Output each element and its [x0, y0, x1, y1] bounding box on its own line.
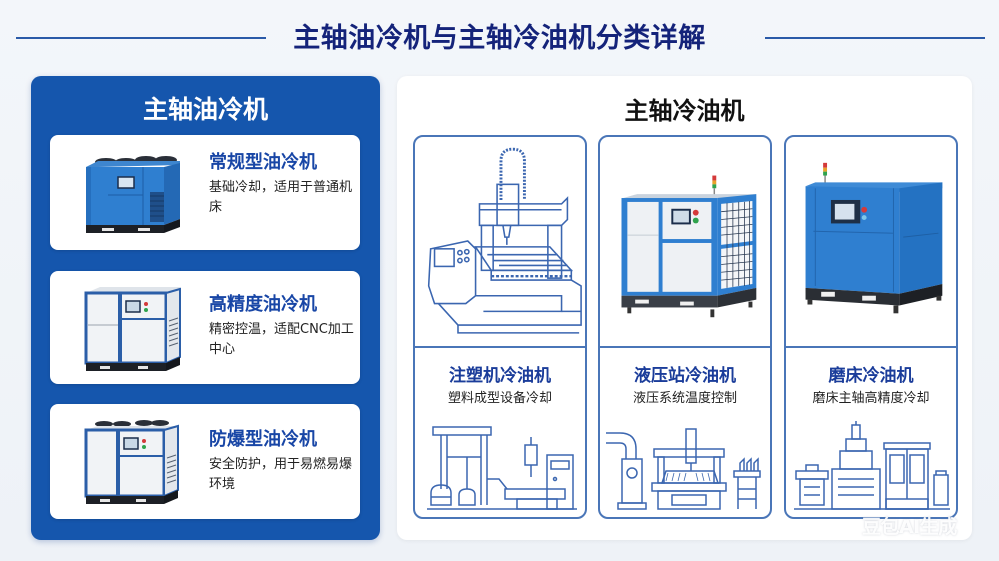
injection-molding-scene-icon: [427, 426, 577, 510]
cnc-gantry-machine-icon: [427, 147, 582, 334]
card-desc: 磨床主轴高精度冷却: [812, 391, 930, 406]
app-card-injection-molding: 注塑机冷油机 塑料成型设备冷却: [413, 135, 587, 519]
item-card-explosion-proof: 防爆型油冷机 安全防护，用于易燃易爆环境: [50, 404, 360, 519]
item-desc: 基础冷却，适用于普通机床: [209, 180, 353, 215]
card-desc: 液压系统温度控制: [632, 391, 737, 406]
item-title: 防爆型油冷机: [209, 429, 317, 450]
app-card-grinding-machine: 磨床冷油机 磨床主轴高精度冷却: [784, 135, 958, 519]
spindle-oil-chiller-panel: 主轴油冷机 常规型油冷机 基础冷却，适: [31, 76, 380, 540]
hydraulic-station-scene-icon: [606, 428, 761, 510]
item-title: 常规型油冷机: [209, 152, 317, 173]
left-panel-title: 主轴油冷机: [142, 95, 268, 124]
grinding-machine-scene-icon: [794, 421, 950, 510]
card-title: 液压站冷油机: [634, 366, 736, 386]
item-desc: 安全防护，用于易燃易爆环境: [209, 457, 353, 492]
spindle-cooling-oil-machine-panel: 主轴冷油机 注塑机冷油机 塑料成: [397, 76, 972, 540]
page-title: 主轴油冷机与主轴冷油机分类详解: [293, 22, 706, 54]
card-title: 注塑机冷油机: [449, 366, 551, 386]
blue-cabinet-chiller-icon: [805, 162, 943, 314]
blue-oil-chiller-icon: [86, 156, 180, 233]
right-panel-title: 主轴冷油机: [624, 97, 745, 125]
item-card-high-precision: 高精度油冷机 精密控温，适配CNC加工中心: [50, 271, 360, 384]
card-divider: [786, 346, 956, 348]
white-blue-chiller-icon: [84, 287, 181, 371]
card-title: 磨床冷油机: [828, 366, 914, 386]
app-card-hydraulic-station: 液压站冷油机 液压系统温度控制: [598, 135, 772, 519]
card-desc: 塑料成型设备冷却: [447, 391, 552, 406]
item-title: 高精度油冷机: [209, 294, 317, 315]
card-divider: [415, 346, 585, 348]
header: 主轴油冷机与主轴冷油机分类详解: [0, 0, 999, 72]
header-rule-left: [16, 37, 266, 39]
item-desc: 精密控温，适配CNC加工中心: [209, 322, 354, 357]
item-card-conventional: 常规型油冷机 基础冷却，适用于普通机床: [50, 135, 360, 250]
white-blue-chiller-with-grille-icon: [621, 175, 757, 318]
header-rule-right: [765, 37, 985, 39]
card-divider: [600, 346, 770, 348]
explosion-proof-chiller-icon: [84, 420, 179, 504]
watermark-text: 豆包AI生成: [862, 516, 957, 538]
